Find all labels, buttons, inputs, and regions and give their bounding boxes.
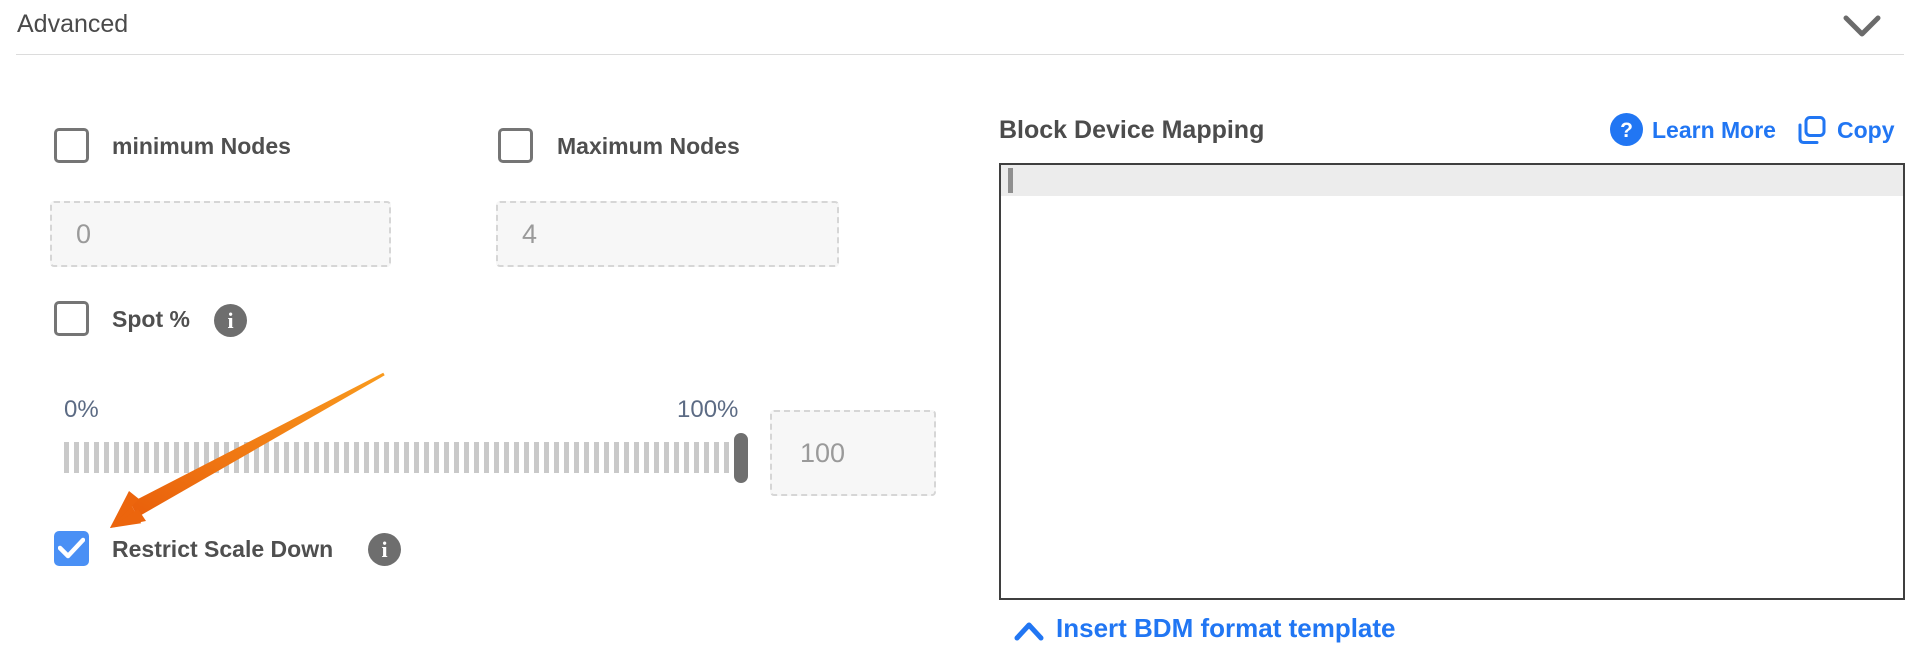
restrict-scale-down-info-icon[interactable]: i (368, 533, 401, 566)
insert-bdm-template-link[interactable]: Insert BDM format template (1056, 613, 1396, 643)
spot-percentage-label[interactable]: Spot % (112, 306, 190, 332)
svg-text:?: ? (1620, 119, 1633, 142)
question-circle-icon: ? (1610, 113, 1643, 146)
editor-caret (1008, 168, 1013, 193)
restrict-scale-down-label[interactable]: Restrict Scale Down (112, 536, 334, 562)
section-divider (16, 54, 1904, 55)
restrict-scale-down-checkbox[interactable] (54, 531, 89, 566)
chevron-down-icon[interactable] (1842, 12, 1882, 40)
editor-active-line (1001, 165, 1903, 196)
spot-percentage-slider-handle[interactable] (734, 433, 748, 483)
copy-link[interactable]: Copy (1837, 117, 1895, 143)
bdm-editor[interactable] (999, 163, 1905, 600)
bdm-title: Block Device Mapping (999, 116, 1265, 144)
slider-min-label: 0% (64, 396, 99, 423)
slider-max-label: 100% (677, 396, 739, 423)
maximum-nodes-label[interactable]: Maximum Nodes (557, 133, 740, 159)
spot-percentage-input[interactable] (770, 410, 936, 496)
spot-percentage-checkbox[interactable] (54, 301, 89, 336)
maximum-nodes-input[interactable] (496, 201, 839, 267)
chevron-up-icon (1014, 622, 1044, 641)
learn-more-link[interactable]: Learn More (1652, 117, 1776, 143)
minimum-nodes-input[interactable] (50, 201, 391, 267)
maximum-nodes-checkbox[interactable] (498, 128, 533, 163)
spot-info-icon[interactable]: i (214, 304, 247, 337)
spot-percentage-slider-track[interactable] (64, 442, 748, 473)
minimum-nodes-label[interactable]: minimum Nodes (112, 133, 291, 159)
minimum-nodes-checkbox[interactable] (54, 128, 89, 163)
advanced-section-title: Advanced (17, 10, 129, 38)
copy-icon (1798, 116, 1826, 144)
check-icon (58, 537, 85, 559)
